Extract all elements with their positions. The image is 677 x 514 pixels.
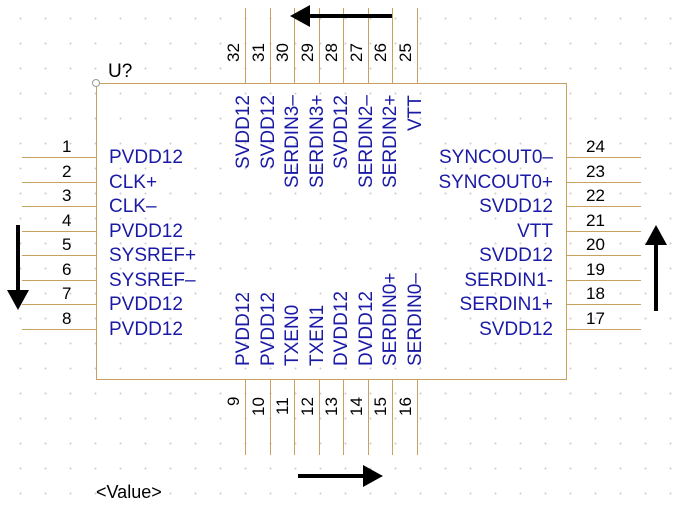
pin-line xyxy=(269,380,271,455)
pin-line xyxy=(318,8,320,83)
pin-line xyxy=(294,380,295,455)
arrow-bottom-right-icon xyxy=(298,465,383,487)
pin-name-label[interactable]: PVDD12 xyxy=(109,294,183,315)
pin-line xyxy=(567,181,641,183)
pin-number: 21 xyxy=(586,210,605,230)
pin-line xyxy=(245,8,246,83)
pin-line xyxy=(567,206,641,207)
pin-name-label[interactable]: SYSREF– xyxy=(109,269,196,291)
pin-line xyxy=(22,157,96,158)
pin-number: 8 xyxy=(62,308,72,328)
pin-name-label[interactable]: SVDD12 xyxy=(479,196,553,217)
pin-name-label[interactable]: SVDD12 xyxy=(479,245,553,266)
pin-line xyxy=(22,206,96,207)
pin-name-label[interactable]: PVDD12 xyxy=(109,147,183,168)
origin-marker xyxy=(92,79,100,87)
pin-number: 5 xyxy=(62,235,72,254)
pin-line xyxy=(22,304,96,305)
pin-number: 23 xyxy=(586,161,605,181)
pin-number: 19 xyxy=(586,259,605,279)
pin-name-label[interactable]: SERDIN1+ xyxy=(459,294,553,315)
pin-line xyxy=(392,380,393,455)
pin-number: 7 xyxy=(62,284,72,303)
pin-number: 20 xyxy=(586,235,605,254)
pin-line xyxy=(567,255,641,256)
pin-name-label[interactable]: VTT xyxy=(517,220,553,242)
pin-line xyxy=(416,8,418,83)
pin-line xyxy=(318,380,320,455)
pin-number: 3 xyxy=(62,186,72,205)
pin-name-label[interactable]: SYNCOUT0– xyxy=(438,147,553,168)
pin-number: 4 xyxy=(62,210,72,230)
pin-name-label[interactable]: SERDIN1- xyxy=(464,269,553,291)
pin-line xyxy=(567,328,641,330)
pin-name-label[interactable]: PVDD12 xyxy=(109,318,183,340)
component-body[interactable] xyxy=(96,83,567,380)
pin-number: 2 xyxy=(62,161,72,181)
pin-line xyxy=(22,328,96,330)
pin-number: 17 xyxy=(586,308,605,328)
pin-number: 22 xyxy=(586,186,605,205)
pin-line xyxy=(416,380,418,455)
pin-line xyxy=(567,279,641,281)
pin-line xyxy=(343,8,344,83)
component-value[interactable]: <Value> xyxy=(96,482,162,502)
pin-line xyxy=(22,181,96,183)
pin-line xyxy=(22,255,96,256)
pin-line xyxy=(343,380,344,455)
pin-number: 24 xyxy=(586,137,605,156)
pin-line xyxy=(245,380,246,455)
pin-number: 6 xyxy=(62,259,72,279)
pin-line xyxy=(367,8,369,83)
pin-line xyxy=(367,380,369,455)
pin-line xyxy=(567,230,641,232)
pin-name-label[interactable]: PVDD12 xyxy=(109,220,183,242)
arrow-right-up-icon xyxy=(645,225,667,311)
pin-number: 1 xyxy=(62,137,72,156)
pin-name-label[interactable]: CLK+ xyxy=(109,171,158,193)
pin-line xyxy=(567,157,641,158)
pin-name-label[interactable]: SYNCOUT0+ xyxy=(438,171,553,193)
pin-name-label[interactable]: SYSREF+ xyxy=(109,245,197,266)
component-designator[interactable]: U? xyxy=(108,61,133,82)
pin-line xyxy=(22,230,96,232)
arrow-top-left-icon xyxy=(290,5,392,27)
pin-line xyxy=(567,304,641,305)
pin-line xyxy=(269,8,271,83)
pin-name-label[interactable]: SVDD12 xyxy=(479,318,553,340)
pin-line xyxy=(22,279,96,281)
pin-line xyxy=(392,8,393,83)
pin-number: 18 xyxy=(586,284,605,303)
pin-line xyxy=(294,8,295,83)
arrow-left-down-icon xyxy=(7,225,29,310)
pin-name-label[interactable]: CLK– xyxy=(109,196,157,217)
